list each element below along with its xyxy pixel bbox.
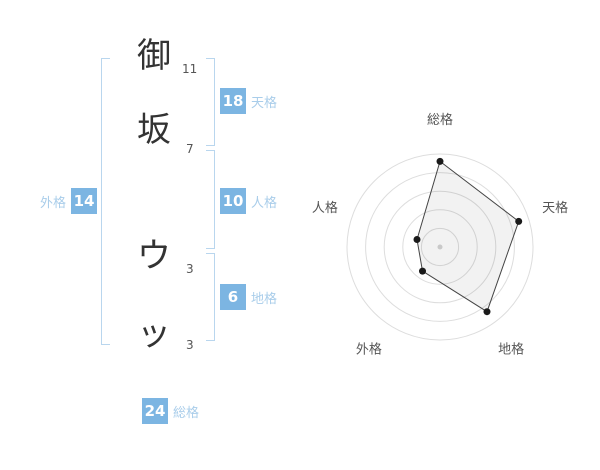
jinkaku-label: 人格 [251,195,278,211]
radar-data-point [419,267,426,275]
radar-grid-ring [383,190,497,304]
radar-axis-label: 人格 [312,200,338,216]
radar-center-dot [437,244,443,250]
chikaku-row: 6 地格 [220,284,277,310]
gaikaku-bracket [101,58,110,345]
radar-grid-ring [420,227,460,267]
soukaku-value-badge: 24 [142,398,168,424]
name-char-2: 坂 [137,110,171,150]
stroke-count-2: 7 [186,142,194,156]
soukaku-row: 24 総格 [142,398,199,424]
chikaku-value-badge: 6 [220,284,246,310]
name-char-3: ウ [137,236,171,276]
gaikaku-value-badge: 14 [71,188,98,214]
chikaku-bracket [206,253,215,341]
radar-grid-ring [365,172,515,322]
gaikaku-label: 外格 [40,195,67,211]
radar-axis-label: 天格 [542,200,568,216]
radar-data-polygon [416,160,520,313]
stroke-count-3: 3 [186,262,194,276]
jinkaku-row: 10 人格 [220,188,277,214]
radar-data-point [515,217,523,225]
jinkaku-value-badge: 10 [220,188,246,214]
chikaku-label: 地格 [251,291,278,307]
jinkaku-bracket [206,150,215,249]
radar-axis-label: 外格 [356,342,382,358]
stroke-count-4: 3 [186,338,194,352]
radar-axis-label: 総格 [427,112,453,128]
radar-data-point [413,236,421,243]
gaikaku-row: 外格 14 [40,188,98,214]
tenkaku-value-badge: 18 [220,88,246,114]
radar-grid-ring [346,153,534,341]
stroke-count-1: 11 [182,62,198,76]
tenkaku-label: 天格 [251,95,278,111]
soukaku-label: 総格 [173,405,200,421]
radar-grid-ring [402,209,478,285]
tenkaku-row: 18 天格 [220,88,277,114]
radar-data-point [436,157,444,165]
tenkaku-bracket [206,58,215,146]
name-char-4: ッ [137,314,171,354]
radar-axis-label: 地格 [498,342,524,358]
radar-data-point [483,308,491,316]
radar-chart: 総格天格地格 外格 人格 [290,97,590,397]
name-char-1: 御 [137,36,171,76]
